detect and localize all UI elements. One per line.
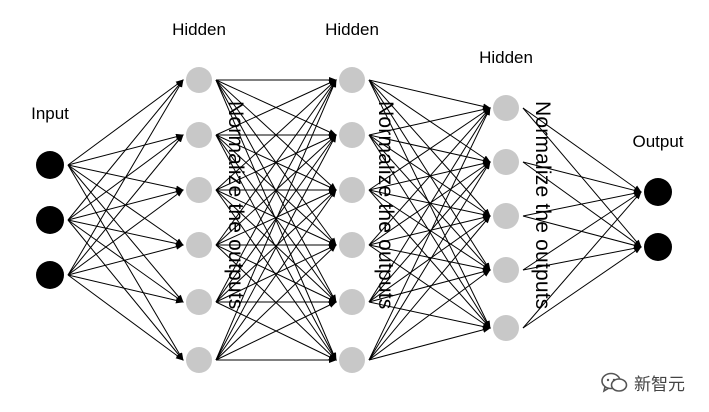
connection-2-2-0 <box>368 107 491 191</box>
connection-1-4-0 <box>215 79 337 303</box>
hidden-layer-2-label: Hidden <box>325 20 379 39</box>
connection-3-4-0 <box>522 191 642 329</box>
normalize-label-1: Normalize the outputs <box>224 101 247 310</box>
hidden-node-3-2 <box>493 203 519 229</box>
connection-0-2-4 <box>67 274 184 304</box>
connection-3-4-1 <box>522 246 642 329</box>
connection-1-5-1 <box>215 134 337 361</box>
connection-1-3-2 <box>215 189 337 246</box>
hidden-node-3-4 <box>493 315 519 341</box>
normalize-label-3: Normalize the outputs <box>531 101 554 310</box>
connection-2-4-3 <box>368 268 491 303</box>
connection-3-2-0 <box>522 190 642 217</box>
connection-1-4-1 <box>215 134 337 303</box>
hidden-node-2-3 <box>339 232 365 258</box>
hidden-node-1-1 <box>186 122 212 148</box>
hidden-layer-3-label: Hidden <box>479 48 533 67</box>
connection-0-2-2 <box>67 189 184 276</box>
input-node-0-0 <box>36 151 64 179</box>
hidden-node-1-4 <box>186 289 212 315</box>
connection-1-2-0 <box>215 79 337 191</box>
connection-0-0-4 <box>67 164 184 303</box>
connection-0-2-0 <box>67 79 184 276</box>
hidden-node-2-5 <box>339 347 365 373</box>
connection-1-1-0 <box>215 79 337 136</box>
connection-2-3-2 <box>368 214 491 246</box>
hidden-node-2-2 <box>339 177 365 203</box>
watermark: 新智元 <box>600 370 685 395</box>
connection-1-5-4 <box>215 301 337 361</box>
neurons <box>36 67 672 373</box>
connection-1-5-3 <box>215 244 337 361</box>
connection-1-4-3 <box>215 244 337 303</box>
input-node-0-1 <box>36 206 64 234</box>
connection-0-2-3 <box>67 243 184 276</box>
connection-2-1-0 <box>368 106 491 136</box>
connection-2-3-0 <box>368 107 491 246</box>
hidden-node-2-1 <box>339 122 365 148</box>
connection-0-0-5 <box>67 164 184 361</box>
connection-1-4-2 <box>215 189 337 303</box>
connection-3-3-1 <box>522 245 642 271</box>
connection-2-3-3 <box>368 244 491 272</box>
connection-2-4-2 <box>368 215 491 303</box>
connections <box>67 77 642 363</box>
connection-3-3-0 <box>522 191 642 271</box>
hidden-node-1-5 <box>186 347 212 373</box>
connection-1-5-0 <box>215 79 337 361</box>
connection-0-2-1 <box>67 134 184 276</box>
connection-0-1-0 <box>67 79 184 221</box>
hidden-layer-1-label: Hidden <box>172 20 226 39</box>
hidden-node-2-4 <box>339 289 365 315</box>
connection-0-0-0 <box>67 79 184 166</box>
connection-3-0-0 <box>522 107 642 193</box>
connection-2-4-1 <box>368 161 491 303</box>
input-node-0-2 <box>36 261 64 289</box>
input-layer-label: Input <box>31 104 69 123</box>
normalize-label-2: Normalize the outputs <box>374 101 397 310</box>
connection-2-5-2 <box>368 215 491 361</box>
connection-1-3-0 <box>215 79 337 246</box>
connection-2-5-3 <box>368 269 491 361</box>
hidden-node-2-0 <box>339 67 365 93</box>
hidden-node-1-0 <box>186 67 212 93</box>
connection-1-5-2 <box>215 189 337 361</box>
output-layer-label: Output <box>632 132 684 151</box>
output-node-4-1 <box>644 233 672 261</box>
connection-2-0-0 <box>368 79 491 110</box>
watermark-text: 新智元 <box>634 375 685 394</box>
hidden-node-1-3 <box>186 232 212 258</box>
connection-2-5-0 <box>368 107 491 361</box>
wechat-icon <box>601 372 628 393</box>
connection-2-3-1 <box>368 161 491 246</box>
connection-3-1-0 <box>522 161 642 194</box>
output-node-4-0 <box>644 178 672 206</box>
connection-2-5-4 <box>368 326 491 361</box>
hidden-node-3-1 <box>493 149 519 175</box>
hidden-node-3-3 <box>493 257 519 283</box>
connection-0-1-4 <box>67 219 184 303</box>
connection-2-5-1 <box>368 161 491 361</box>
connection-0-2-5 <box>67 274 184 361</box>
connection-2-4-0 <box>368 107 491 303</box>
hidden-node-1-2 <box>186 177 212 203</box>
hidden-node-3-0 <box>493 95 519 121</box>
